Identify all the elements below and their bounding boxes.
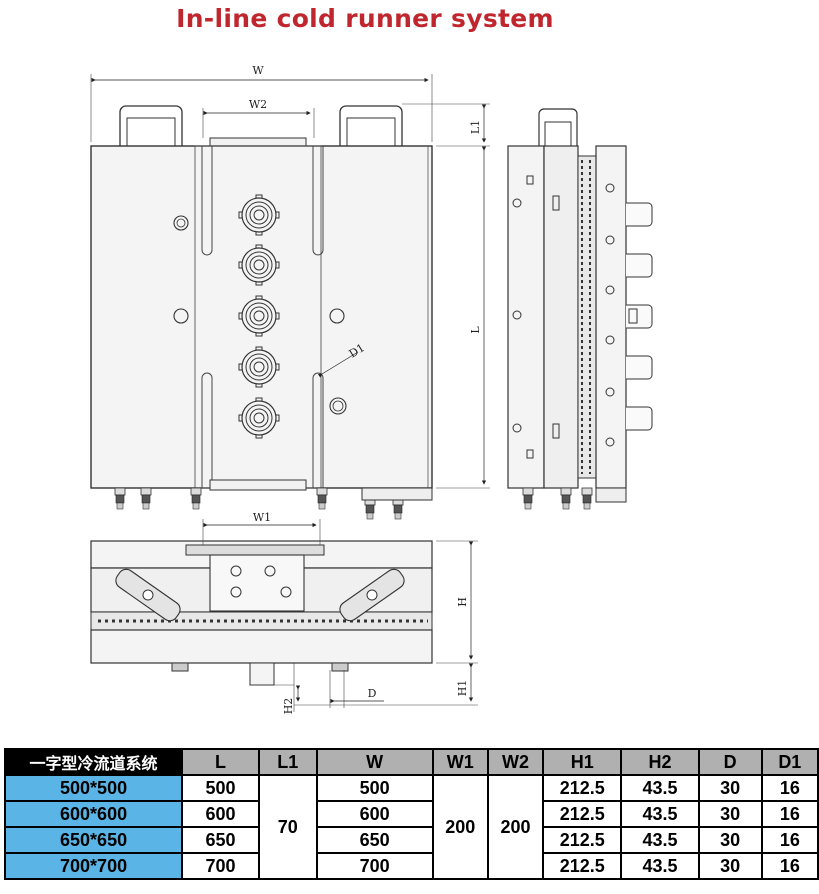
col-header: W1: [431, 748, 489, 776]
table-cell: 650: [181, 826, 260, 854]
table-cell: 16: [760, 800, 819, 828]
col-header: D1: [760, 748, 819, 776]
table-row: 650*650 650 650 212.5 43.5 30 16: [3, 826, 819, 854]
spec-table: 一字型冷流道系统 L L1 W W1 W2 H1 H2 D D1 500*500…: [3, 748, 819, 880]
dim-l1-label: L1: [469, 120, 482, 134]
table-cell: 43.5: [620, 826, 700, 854]
col-header: L: [181, 748, 260, 776]
table-cell: 43.5: [620, 800, 700, 828]
technical-drawing: W W2 L1 L D1: [90, 64, 653, 715]
table-cell: 43.5: [620, 852, 700, 880]
table-cell: 16: [760, 826, 819, 854]
series-cell: 500*500: [3, 774, 184, 802]
table-cell: 30: [697, 774, 763, 802]
table-cell: 212.5: [542, 852, 623, 880]
table-cell: 600: [315, 800, 434, 828]
table-cell: 212.5: [542, 800, 623, 828]
col-header: W2: [486, 748, 545, 776]
front-view: W W2 L1 L D1: [90, 64, 490, 520]
table-cell: 500: [181, 774, 260, 802]
dim-d-label: D: [368, 687, 377, 700]
table-cell: 700: [181, 852, 260, 880]
table-cell: 212.5: [542, 774, 623, 802]
dim-w-label: W: [252, 64, 264, 77]
page-title: In-line cold runner system: [176, 4, 554, 33]
table-corner-label: 一字型冷流道系统: [3, 748, 184, 776]
table-cell: 500: [315, 774, 434, 802]
table-row: 600*600 600 600 212.5 43.5 30 16: [3, 800, 819, 828]
series-cell: 700*700: [3, 852, 184, 880]
table-cell: 43.5: [620, 774, 700, 802]
col-header: W: [315, 748, 434, 776]
dim-h-label: H: [456, 597, 469, 607]
table-cell: 700: [315, 852, 434, 880]
col-header: L1: [257, 748, 318, 776]
table-cell: 212.5: [542, 826, 623, 854]
table-row: 700*700 700 700 212.5 43.5 30 16: [3, 852, 819, 880]
table-cell: 30: [697, 852, 763, 880]
dim-l-label: L: [469, 326, 482, 334]
col-header: H1: [542, 748, 623, 776]
table-cell-merged: 70: [257, 774, 318, 880]
table-cell: 30: [697, 826, 763, 854]
bottom-view: W1 H H1 H2 D: [90, 511, 478, 715]
side-view: [507, 108, 653, 510]
table-row: 500*500 500 70 500 200 200 212.5 43.5 30…: [3, 774, 819, 880]
series-cell: 650*650: [3, 826, 184, 854]
series-cell: 600*600: [3, 800, 184, 828]
table-cell: 600: [181, 800, 260, 828]
table-cell: 650: [315, 826, 434, 854]
table-cell: 16: [760, 774, 819, 802]
col-header: H2: [620, 748, 700, 776]
table-header-row: 一字型冷流道系统 L L1 W W1 W2 H1 H2 D D1: [3, 748, 819, 776]
dim-w1-label: W1: [253, 511, 271, 524]
dim-h1-label: H1: [456, 680, 469, 697]
table-cell-merged: 200: [486, 774, 545, 880]
dim-h2-label: H2: [282, 698, 295, 715]
table-cell-merged: 200: [431, 774, 489, 880]
table-cell: 30: [697, 800, 763, 828]
table-cell: 16: [760, 852, 819, 880]
col-header: D: [697, 748, 763, 776]
dim-w2-label: W2: [249, 98, 267, 111]
